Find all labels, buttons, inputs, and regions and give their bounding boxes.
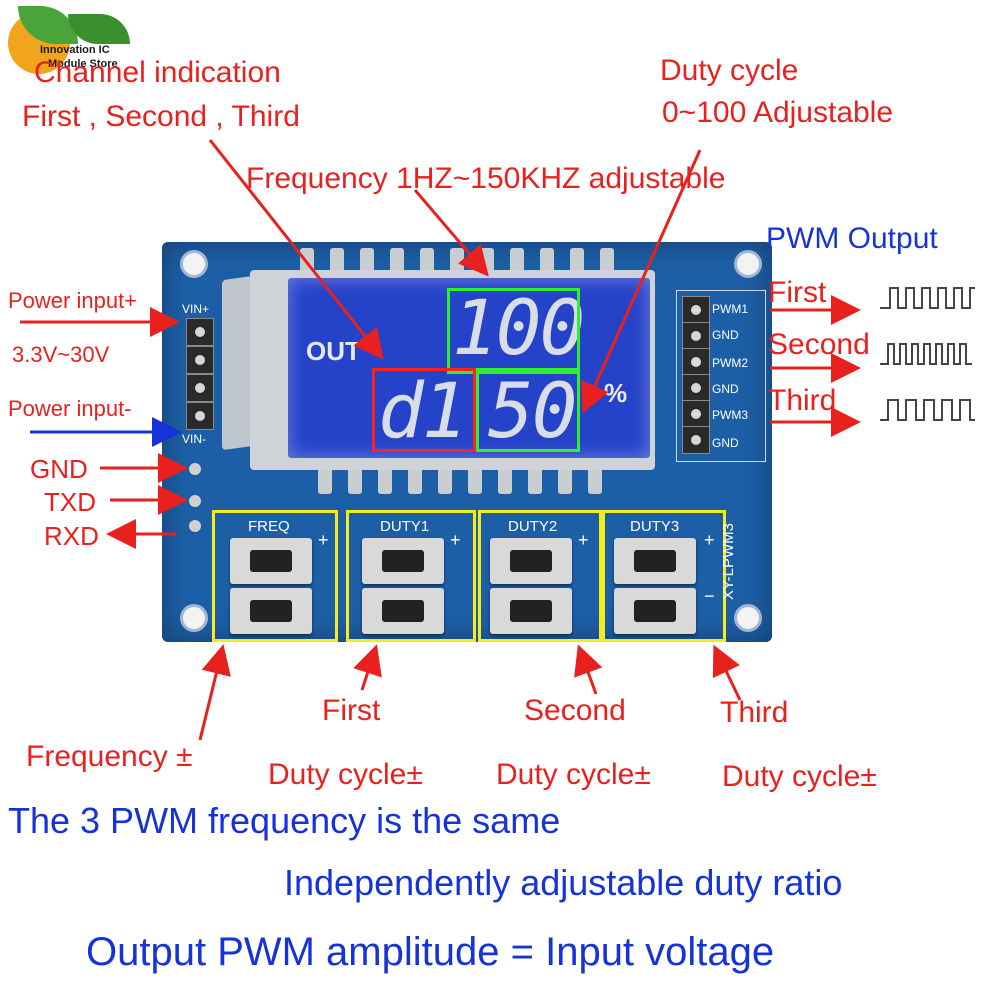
power-minus-label: Power input- bbox=[8, 396, 132, 421]
logo-text: Module Store bbox=[48, 58, 118, 70]
pin-label: PWM3 bbox=[712, 408, 748, 422]
lcd-out-label: OUT bbox=[306, 336, 361, 366]
mount-hole bbox=[180, 604, 208, 632]
lcd-pin bbox=[390, 248, 404, 274]
note-same-frequency: The 3 PWM frequency is the same bbox=[8, 800, 561, 841]
duty3-minus-button[interactable] bbox=[614, 588, 696, 634]
button-label: DUTY3 bbox=[630, 518, 680, 535]
mount-hole bbox=[180, 250, 208, 278]
lcd-pin bbox=[528, 466, 542, 494]
rxd-label: RXD bbox=[44, 521, 99, 551]
pin-label: GND bbox=[712, 328, 739, 342]
freq-minus-button[interactable] bbox=[230, 588, 312, 634]
freq-button-group bbox=[212, 510, 338, 642]
lcd-pin bbox=[438, 466, 452, 494]
plus-mark: + bbox=[450, 530, 461, 550]
mount-hole bbox=[734, 250, 762, 278]
power-plus-label: Power input+ bbox=[8, 288, 138, 313]
output-first-label: First bbox=[768, 276, 827, 309]
vin-header-pin bbox=[186, 318, 214, 346]
lcd-channel-digit: d1 bbox=[378, 366, 468, 455]
plus-mark: + bbox=[318, 530, 329, 550]
lcd-pin bbox=[600, 248, 614, 274]
output-third-label: Third bbox=[768, 384, 837, 417]
duty1-button-group bbox=[346, 510, 476, 642]
duty1-minus-button[interactable] bbox=[362, 588, 444, 634]
plus-mark: + bbox=[578, 530, 589, 550]
store-logo: Innovation IC Module Store bbox=[8, 6, 130, 76]
lcd-pin bbox=[510, 248, 524, 274]
logo-text: Innovation IC bbox=[40, 44, 110, 56]
pwm-output-label: PWM Output bbox=[766, 222, 938, 255]
note-amplitude: Output PWM amplitude = Input voltage bbox=[86, 930, 775, 974]
lcd-bottom-digits: 50 bbox=[488, 366, 578, 455]
duty1-plus-button[interactable] bbox=[362, 538, 444, 584]
frequency-highlight-box bbox=[447, 288, 580, 374]
vin-header-pin bbox=[186, 374, 214, 402]
duty-pm-label: Duty cycle± bbox=[268, 758, 423, 791]
lcd-pin bbox=[378, 466, 392, 494]
vin-header-pin bbox=[186, 346, 214, 374]
voltage-range-label: 3.3V~30V bbox=[12, 342, 110, 367]
freq-plus-button[interactable] bbox=[230, 538, 312, 584]
lcd-pin bbox=[330, 248, 344, 274]
uart-pad bbox=[189, 495, 201, 507]
note-independent-duty: Independently adjustable duty ratio bbox=[284, 862, 843, 903]
first-label: First bbox=[322, 694, 381, 727]
button-label: DUTY2 bbox=[508, 518, 558, 535]
lcd-pin bbox=[498, 466, 512, 494]
minus-mark: − bbox=[704, 586, 715, 606]
uart-pad bbox=[189, 463, 201, 475]
gnd-label: GND bbox=[30, 454, 88, 484]
lcd-pin bbox=[468, 466, 482, 494]
pin-label: PWM2 bbox=[712, 356, 748, 370]
lcd-pin bbox=[570, 248, 584, 274]
mount-hole bbox=[734, 604, 762, 632]
frequency-pm-label: Frequency ± bbox=[26, 740, 193, 773]
second-label: Second bbox=[524, 694, 626, 727]
duty3-plus-button[interactable] bbox=[614, 538, 696, 584]
duty2-button-group bbox=[478, 510, 602, 642]
pin-label: GND bbox=[712, 436, 739, 450]
lcd-pin bbox=[420, 248, 434, 274]
duty2-minus-button[interactable] bbox=[490, 588, 572, 634]
pwm-header-pin bbox=[682, 322, 710, 350]
duty3-button-group bbox=[602, 510, 726, 642]
frequency-range-label: Frequency 1HZ~150KHZ adjustable bbox=[246, 162, 726, 195]
duty-range-label: 0~100 Adjustable bbox=[662, 96, 894, 129]
output-second-label: Second bbox=[768, 328, 870, 361]
button-label: DUTY1 bbox=[380, 518, 430, 535]
lcd-top-digits: 100 bbox=[452, 283, 585, 372]
pin-label: PWM1 bbox=[712, 302, 748, 316]
button-label: FREQ bbox=[248, 518, 290, 535]
duty2-plus-button[interactable] bbox=[490, 538, 572, 584]
pin-label: GND bbox=[712, 382, 739, 396]
lcd-pin bbox=[540, 248, 554, 274]
pin-label: VIN+ bbox=[182, 302, 210, 316]
pin-label: VIN- bbox=[182, 432, 206, 446]
channel-highlight-box bbox=[372, 368, 476, 452]
txd-label: TXD bbox=[44, 487, 96, 517]
lcd-pin bbox=[588, 466, 602, 494]
duty-pm-label: Duty cycle± bbox=[496, 758, 651, 791]
pwm-header-pin bbox=[682, 426, 710, 454]
duty-pm-label: Duty cycle± bbox=[722, 760, 877, 793]
pwm-header-outline bbox=[676, 290, 766, 462]
channels-list-label: First , Second , Third bbox=[22, 100, 300, 133]
third-label: Third bbox=[720, 696, 789, 729]
channel-indication-label: Channel indication bbox=[34, 56, 281, 89]
lcd-pin bbox=[360, 248, 374, 274]
lcd-pin bbox=[408, 466, 422, 494]
lcd-pin bbox=[558, 466, 572, 494]
duty-cycle-label: Duty cycle bbox=[660, 54, 799, 87]
vin-header-pin bbox=[186, 402, 214, 430]
lcd-pin bbox=[318, 466, 332, 494]
lcd-pin bbox=[348, 466, 362, 494]
duty-highlight-box bbox=[476, 368, 580, 452]
uart-pad bbox=[189, 520, 201, 532]
lcd-percent: % bbox=[604, 378, 628, 408]
plus-mark: + bbox=[704, 530, 715, 550]
